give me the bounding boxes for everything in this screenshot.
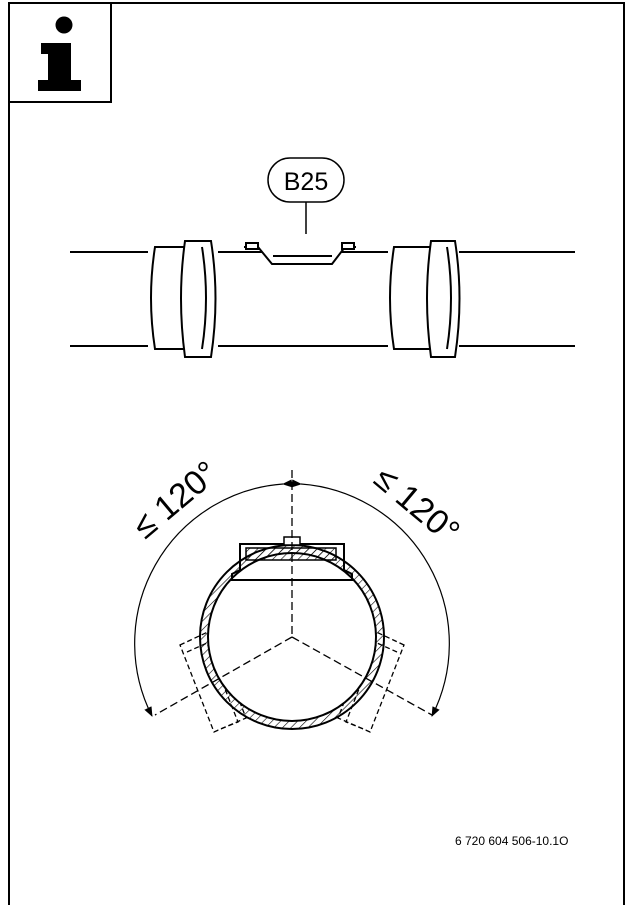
page-frame [8, 2, 625, 905]
pipe-side-view [70, 251, 575, 347]
angle-label-right: ≤ 120° [367, 459, 467, 551]
angle-label-left: ≤ 120° [126, 454, 226, 546]
callout-b25: B25 [267, 157, 345, 234]
pipe-cross-section: ≤ 120° ≤ 120° [126, 454, 467, 733]
document-number: 6 720 604 506-10.1O [455, 834, 569, 848]
pipe-clamp [244, 242, 356, 265]
sleeve-right [389, 240, 461, 358]
info-icon [38, 16, 81, 91]
info-box [8, 2, 112, 103]
callout-label: B25 [284, 168, 328, 196]
sleeve-left [150, 240, 217, 358]
